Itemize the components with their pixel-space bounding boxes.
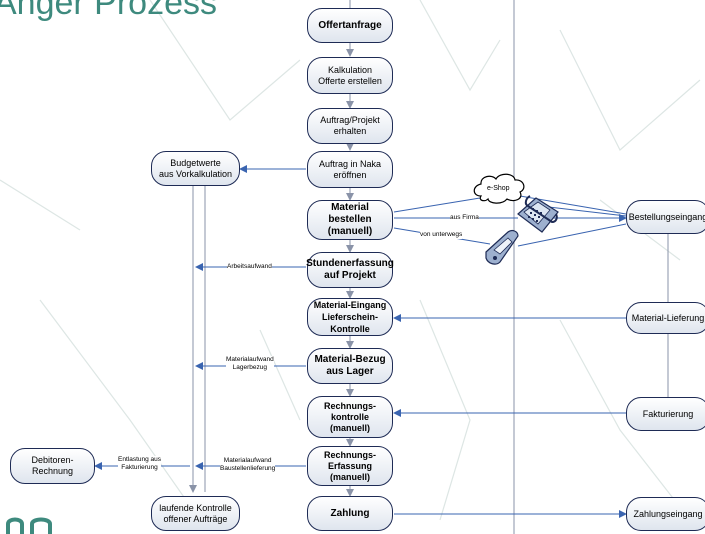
page-title: Anger Prozess [0,0,217,22]
label-von-unterwegs: von unterwegs [420,231,463,239]
node-zahlungseingang[interactable]: Zahlungseingang [626,497,705,531]
node-rechnungserfassung[interactable]: Rechnungs- Erfassung (manuell) [307,446,393,486]
watermark-pattern [0,0,701,521]
node-auftrag-projekt[interactable]: Auftrag/Projekt erhalten [307,108,393,144]
label-materialaufwand-lager: Materialaufwand Lagerbezug [226,356,274,372]
label-eshop: e-Shop [487,185,510,192]
desk-phone-icon [517,195,559,233]
eshop-cloud [473,173,525,204]
node-bestellungseingang[interactable]: Bestellungseingang [626,200,705,234]
node-kalkulation[interactable]: Kalkulation Offerte erstellen [307,57,393,94]
node-material-bezug[interactable]: Material-Bezug aus Lager [307,348,393,384]
node-fakturierung[interactable]: Fakturierung [626,397,705,431]
label-aus-firma: aus Firma [450,214,479,222]
node-auftrag-naka[interactable]: Auftrag in Naka eröffnen [307,151,393,188]
node-debitoren-rechnung[interactable]: Debitoren- Rechnung [10,448,95,484]
node-material-lieferung[interactable]: Material-Lieferung [626,302,705,334]
company-logo [6,517,52,534]
label-arbeitsaufwand: Arbeitsaufwand [227,263,272,271]
node-offertanfrage[interactable]: Offertanfrage [307,8,393,43]
mobile-phone-icon [485,230,519,265]
node-stundenerfassung[interactable]: Stundenerfassung auf Projekt [306,252,394,288]
node-zahlung[interactable]: Zahlung [307,496,393,531]
node-material-eingang[interactable]: Material-Eingang Lieferschein-Kontrolle [307,298,393,336]
node-rechnungskontrolle[interactable]: Rechnungs- kontrolle (manuell) [307,396,393,438]
node-laufende-kontrolle[interactable]: laufende Kontrolle offener Aufträge [151,496,240,531]
node-budgetwerte[interactable]: Budgetwerte aus Vorkalkulation [151,151,240,186]
label-entlastung: Entlastung aus Fakturierung [118,456,162,472]
label-materialaufwand-baustelle: Materialaufwand Baustellenlieferung [220,457,276,473]
node-material-bestellen[interactable]: Material bestellen (manuell) [307,200,393,240]
